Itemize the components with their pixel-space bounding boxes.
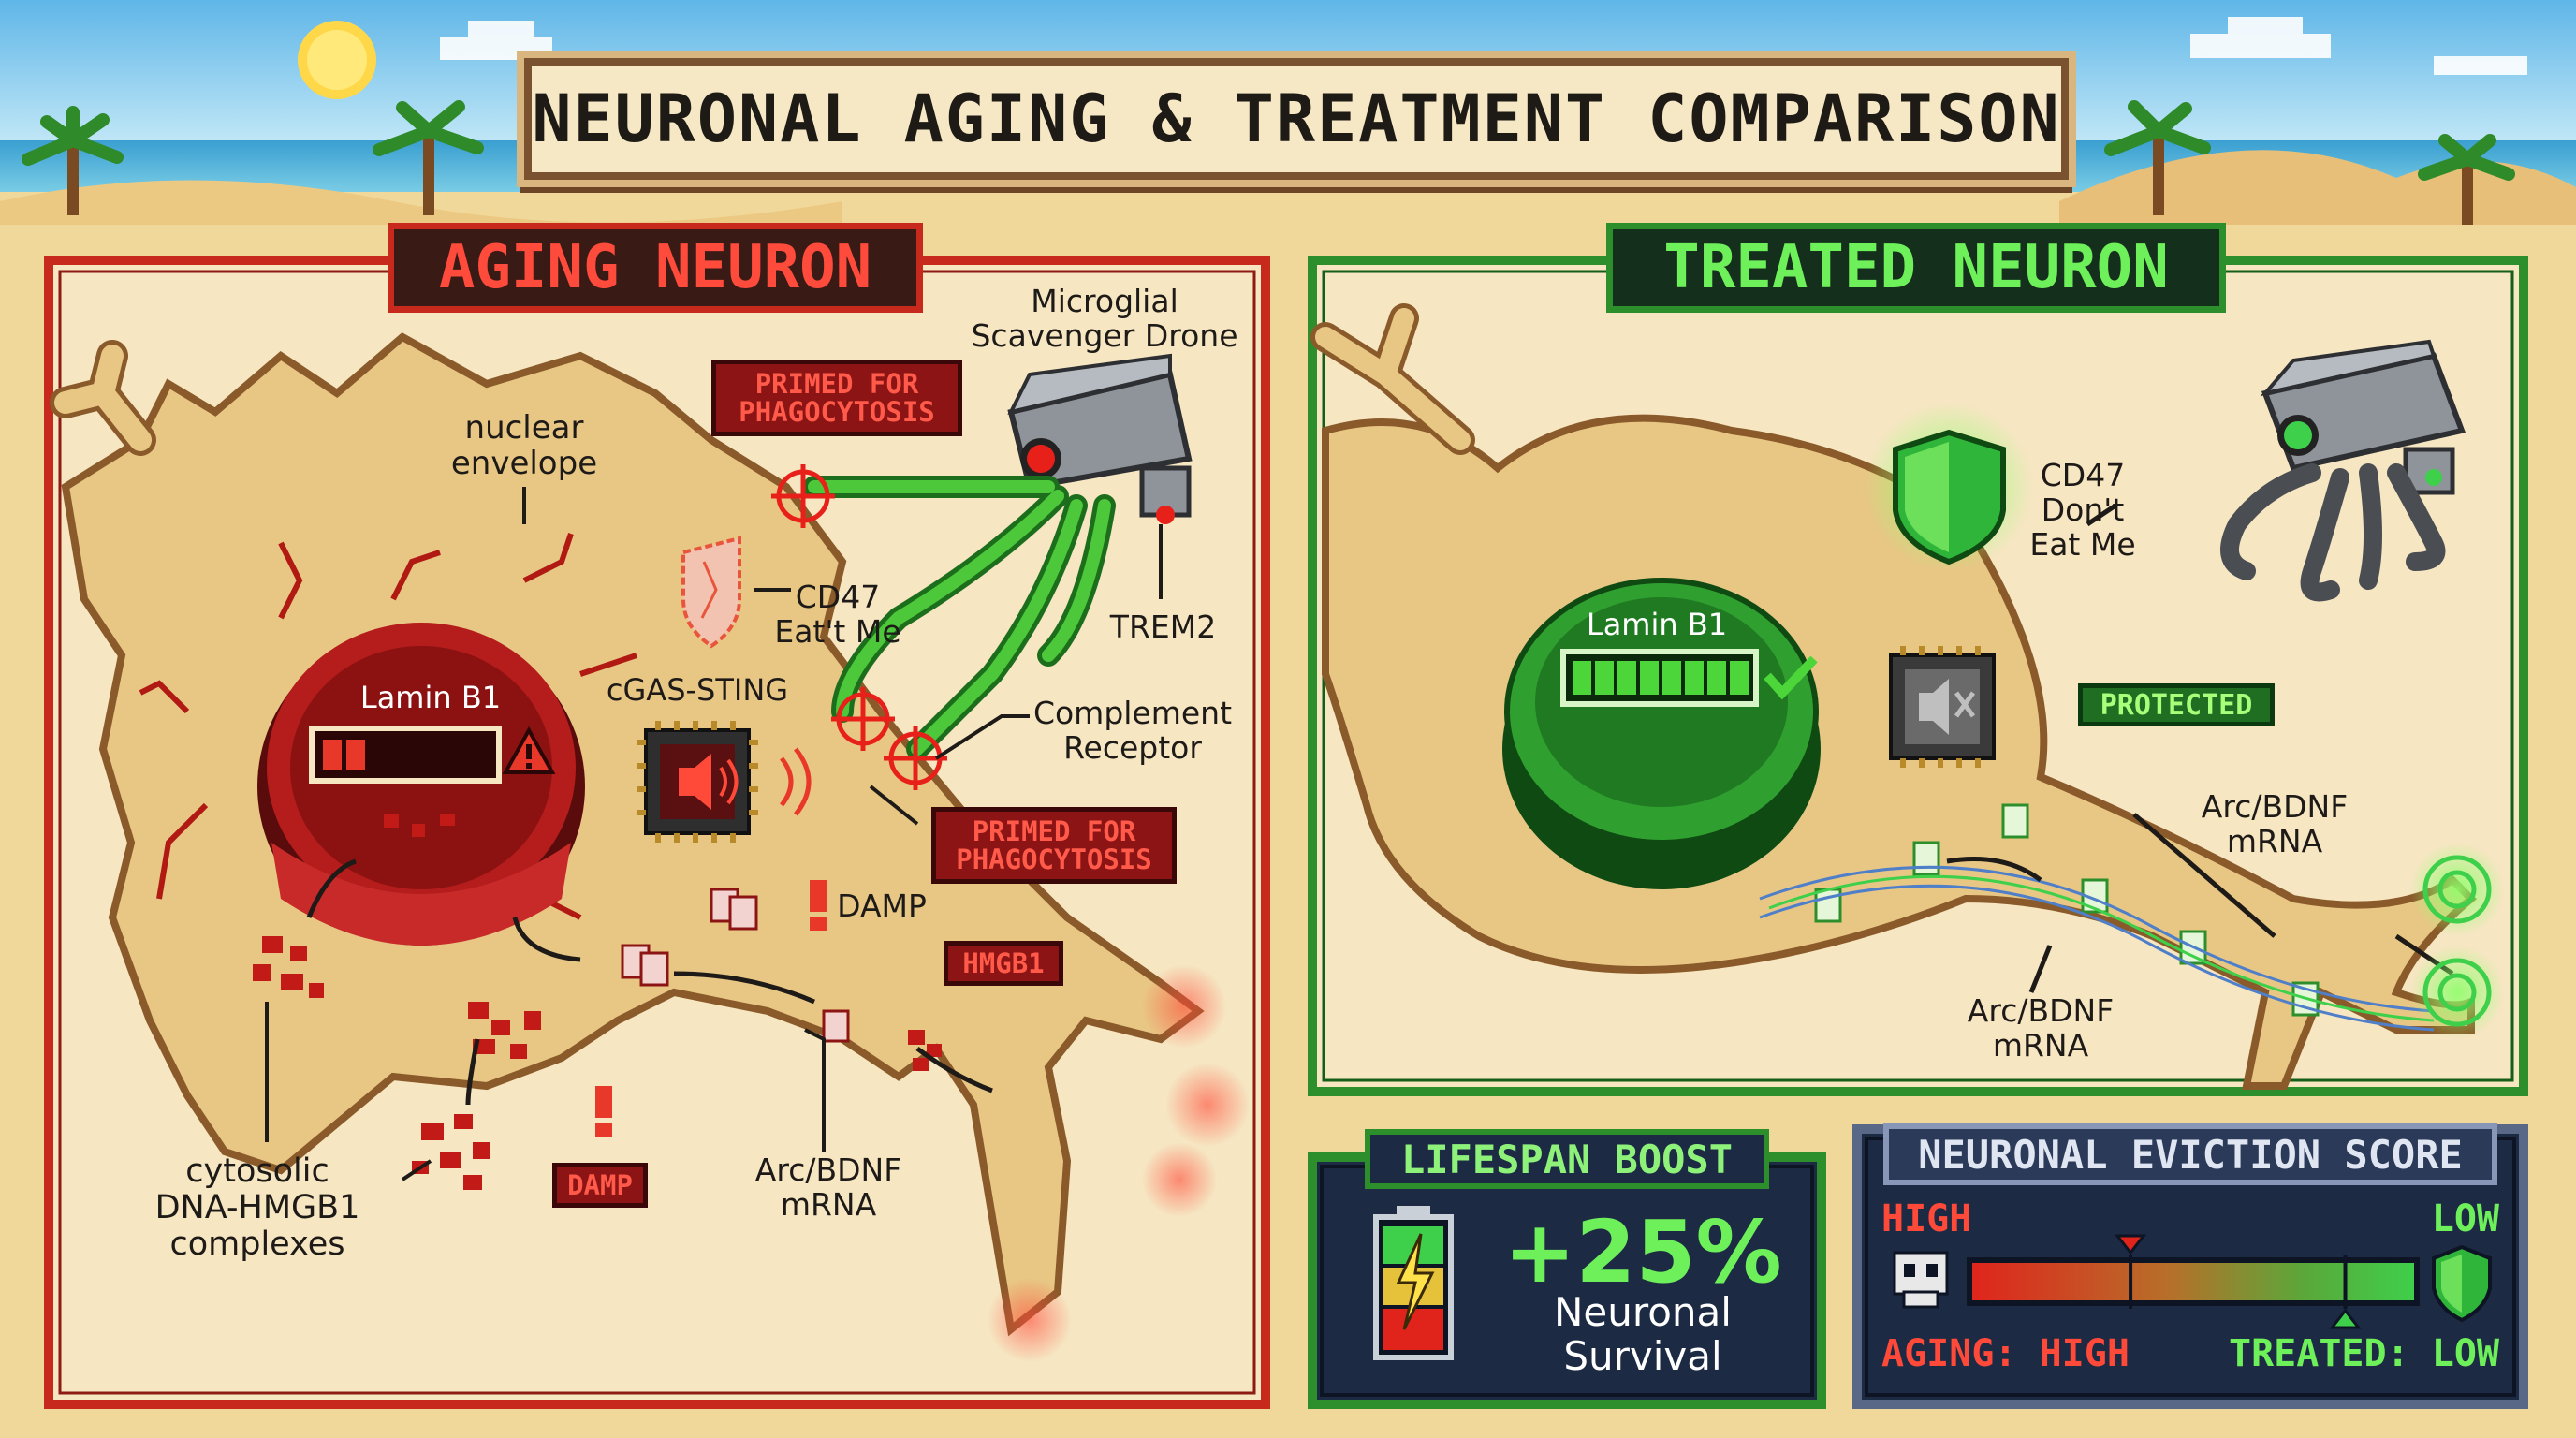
treated-panel-title: TREATED NEURON — [1606, 223, 2226, 313]
arc-bdnf-aging-label: Arc/BDNF mRNA — [754, 1152, 902, 1223]
treated-marker — [2329, 1308, 2362, 1329]
cgas-sting-label: cGAS-STING — [606, 672, 789, 708]
palm-tree-icon — [2104, 100, 2211, 215]
damp-tag: DAMP — [552, 1163, 648, 1208]
complement-receptor-label: Complement Receptor — [1032, 695, 1233, 766]
chip-speaker-icon — [1889, 646, 1996, 768]
arc-bdnf-treated-label: Arc/BDNF mRNA — [2201, 788, 2349, 859]
cytosolic-complexes-label: cytosolic DNA-HMGB1 complexes — [154, 1152, 360, 1264]
shield-icon — [2432, 1244, 2492, 1323]
cloud — [440, 17, 2527, 75]
page-title: NEURONAL AGING & TREATMENT COMPARISON — [532, 81, 2061, 157]
sun-icon — [298, 21, 376, 99]
shield-icon — [1893, 429, 2006, 565]
lamin-label-treated: Lamin B1 — [1586, 607, 1728, 642]
microglia-drone-icon — [1007, 353, 1193, 524]
shield-icon — [681, 536, 741, 649]
microglia-label: Microglial Scavenger Drone — [971, 283, 1238, 354]
warning-icon — [595, 880, 827, 1137]
palm-tree-icon — [373, 100, 484, 215]
protected-tag: PROTECTED — [2078, 683, 2275, 726]
arc-bdnf-treated-label: Arc/BDNF mRNA — [1967, 992, 2115, 1064]
trem2-label: TREM2 — [1109, 609, 1217, 645]
primed-phagocytosis-tag: PRIMED FOR PHAGOCYTOSIS — [711, 360, 962, 436]
aging-panel-title: AGING NEURON — [388, 223, 923, 313]
lifespan-value: +25% — [1503, 1202, 1782, 1302]
eviction-aging-label: AGING: HIGH — [1881, 1332, 2130, 1375]
palm-tree-icon — [2418, 134, 2515, 225]
dna-hmgb1-complexes — [253, 814, 942, 1190]
lamin-bar-aging — [309, 726, 502, 784]
cd47-treated-label: CD47 Don't Eat Me — [2029, 457, 2136, 563]
lifespan-caption: Neuronal Survival — [1554, 1289, 1732, 1380]
lamin-label-aging: Lamin B1 — [359, 680, 502, 715]
mrna-document-icon — [621, 888, 850, 1043]
eviction-high-label: HIGH — [1881, 1197, 1972, 1240]
damp-label: DAMP — [837, 888, 927, 924]
aging-marker — [2115, 1234, 2147, 1255]
eviction-treated-label: TREATED: LOW — [2229, 1332, 2499, 1375]
palm-tree-icon — [22, 106, 124, 215]
eviction-title: NEURONAL EVICTION SCORE — [1883, 1123, 2497, 1185]
battery-icon — [1373, 1206, 1454, 1360]
cd47-aging-label: CD47 Eat't Me — [774, 579, 901, 650]
page-title-box: NEURONAL AGING & TREATMENT COMPARISON — [524, 58, 2069, 180]
eviction-low-label: LOW — [2431, 1197, 2499, 1240]
aging-nucleus — [257, 623, 585, 946]
chip-speaker-icon — [637, 721, 812, 843]
hmgb1-tag: HMGB1 — [944, 941, 1063, 986]
warning-icon — [502, 726, 556, 774]
primed-phagocytosis-tag: PRIMED FOR PHAGOCYTOSIS — [931, 807, 1177, 884]
lamin-bar-treated — [1560, 649, 1759, 707]
skull-icon — [1893, 1251, 1949, 1309]
checkmark-icon — [1764, 655, 1818, 700]
eviction-score-bar — [1967, 1257, 2420, 1306]
lifespan-title: LIFESPAN BOOST — [1365, 1129, 1769, 1189]
nuclear-envelope-label: nuclear envelope — [450, 409, 598, 483]
microglia-drone-icon — [2220, 339, 2466, 602]
